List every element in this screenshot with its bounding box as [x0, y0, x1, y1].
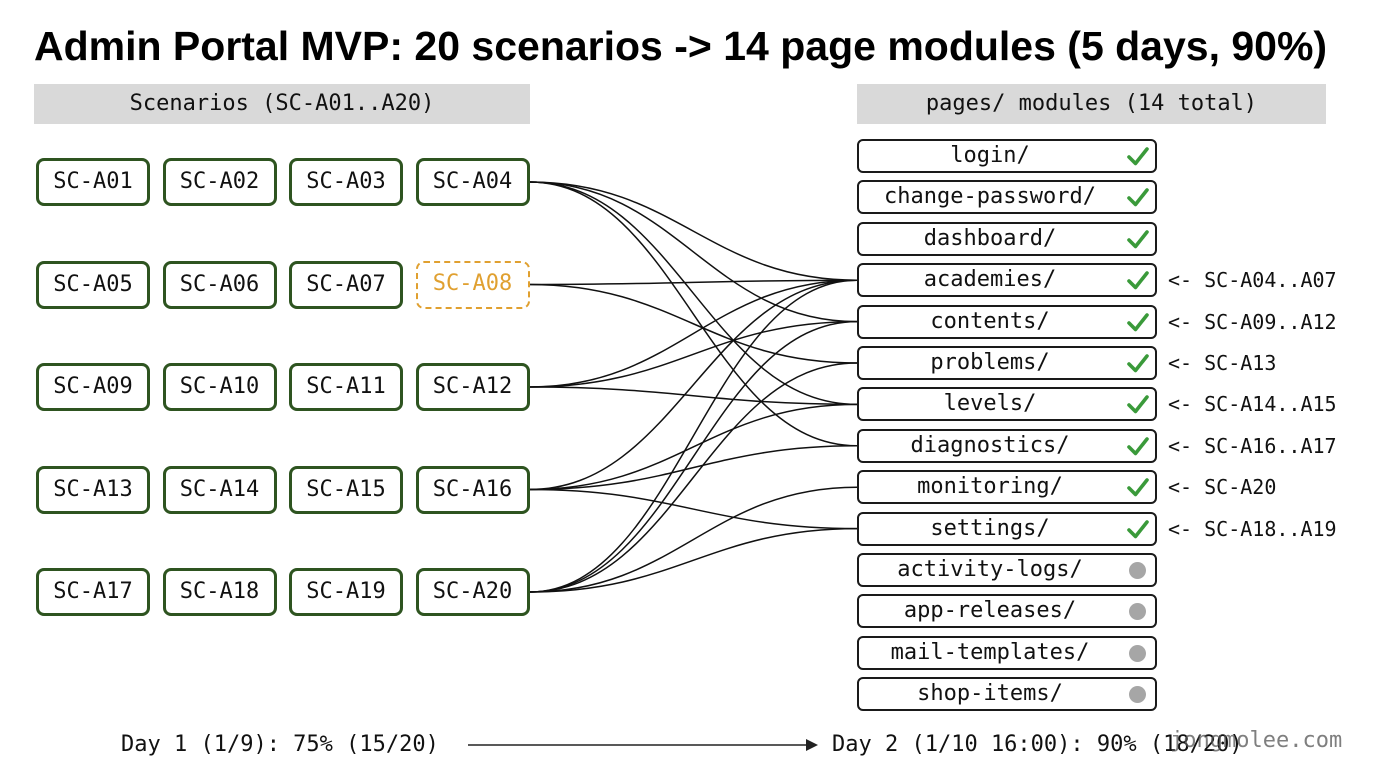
module-name: change-password/ — [884, 184, 1096, 210]
module-name: diagnostics/ — [910, 432, 1070, 458]
module-annotation: <- SC-A16..A17 — [1168, 433, 1337, 458]
wire-sc-a20-to-academies — [529, 279, 858, 593]
module-annotation: <- SC-A04..A07 — [1168, 268, 1337, 293]
module-shop-items: shop-items/ — [857, 677, 1157, 712]
module-annotation: <- SC-A18..A19 — [1168, 516, 1337, 541]
pending-dot-icon — [1129, 686, 1146, 704]
scenario-sc-a16: SC-A16 — [415, 465, 530, 514]
module-settings: settings/ — [857, 511, 1157, 546]
module-levels: levels/ — [857, 387, 1157, 422]
module-diagnostics: diagnostics/ — [857, 428, 1157, 463]
pending-dot-icon — [1129, 603, 1146, 621]
scenario-sc-a04: SC-A04 — [415, 158, 530, 206]
wire-sc-a20-to-problems — [529, 362, 858, 593]
day2-progress: Day 2 (1/10 16:00): 90% (18/20) — [832, 732, 1243, 757]
scenario-sc-a18: SC-A18 — [162, 568, 277, 616]
module-name: settings/ — [930, 515, 1050, 541]
module-contents: contents/ — [857, 304, 1157, 339]
scenario-sc-a14: SC-A14 — [162, 465, 277, 514]
check-icon — [1127, 519, 1149, 538]
wire-sc-a20-to-monitoring — [529, 486, 858, 593]
scenario-sc-a17: SC-A17 — [36, 568, 150, 616]
wire-sc-a16-to-diagnostics — [529, 445, 858, 491]
check-icon — [1127, 188, 1149, 207]
module-login: login/ — [857, 139, 1157, 173]
module-change-password: change-password/ — [857, 180, 1157, 215]
timeline-arrow — [468, 739, 818, 751]
wire-sc-a08-to-problems — [529, 283, 858, 364]
page-title: Admin Portal MVP: 20 scenarios -> 14 pag… — [34, 23, 1328, 69]
module-dashboard: dashboard/ — [857, 221, 1157, 256]
wire-sc-a20-to-settings — [529, 527, 858, 593]
day1-progress: Day 1 (1/9): 75% (15/20) — [121, 732, 439, 757]
module-problems: problems/ — [857, 346, 1157, 380]
module-name: levels/ — [943, 391, 1037, 417]
wire-sc-a16-to-settings — [529, 488, 858, 530]
check-icon — [1127, 395, 1149, 414]
wire-sc-a04-to-levels — [529, 181, 858, 406]
module-annotation: <- SC-A09..A12 — [1168, 309, 1337, 334]
scenario-sc-a15: SC-A15 — [289, 465, 403, 514]
check-icon — [1127, 312, 1149, 331]
pending-dot-icon — [1129, 562, 1146, 579]
check-icon — [1127, 354, 1149, 373]
module-annotation: <- SC-A13 — [1168, 351, 1277, 375]
scenario-sc-a19: SC-A19 — [289, 568, 403, 616]
module-name: monitoring/ — [917, 474, 1063, 500]
wire-sc-a08-to-academies — [529, 279, 858, 286]
module-app-releases: app-releases/ — [857, 594, 1157, 629]
wire-sc-a16-to-academies — [529, 279, 858, 491]
wire-sc-a04-to-diagnostics — [529, 181, 858, 447]
module-name: shop-items/ — [917, 681, 1063, 707]
wire-sc-a12-to-contents — [529, 320, 858, 388]
scenario-sc-a03: SC-A03 — [289, 158, 403, 206]
wire-sc-a12-to-levels — [529, 386, 858, 406]
scenario-sc-a08: SC-A08 — [415, 260, 530, 309]
module-annotation: <- SC-A20 — [1168, 475, 1277, 500]
scenario-sc-a12: SC-A12 — [415, 363, 530, 411]
wire-sc-a16-to-levels — [529, 403, 858, 491]
module-mail-templates: mail-templates/ — [857, 635, 1157, 670]
wire-sc-a12-to-academies — [529, 279, 858, 388]
module-annotation: <- SC-A14..A15 — [1168, 392, 1337, 417]
scenario-sc-a11: SC-A11 — [289, 363, 403, 411]
module-name: mail-templates/ — [890, 639, 1090, 665]
module-name: login/ — [950, 143, 1030, 168]
module-name: activity-logs/ — [897, 557, 1083, 582]
scenario-sc-a05: SC-A05 — [36, 260, 150, 309]
wire-sc-a20-to-contents — [529, 320, 858, 593]
check-icon — [1127, 229, 1149, 249]
check-icon — [1127, 478, 1149, 497]
check-icon — [1127, 436, 1149, 456]
scenario-sc-a06: SC-A06 — [162, 260, 277, 309]
module-name: contents/ — [930, 308, 1050, 334]
scenario-sc-a09: SC-A09 — [36, 363, 150, 411]
scenario-sc-a20: SC-A20 — [415, 568, 530, 616]
module-academies: academies/ — [857, 263, 1157, 298]
watermark: jongmolee.com — [1170, 728, 1343, 753]
module-monitoring: monitoring/ — [857, 470, 1157, 505]
scenarios-header: Scenarios (SC-A01..A20) — [34, 84, 530, 124]
module-name: dashboard/ — [923, 225, 1057, 251]
wire-sc-a04-to-academies — [529, 181, 858, 281]
scenario-sc-a02: SC-A02 — [162, 158, 277, 206]
scenario-sc-a13: SC-A13 — [36, 465, 150, 514]
module-activity-logs: activity-logs/ — [857, 553, 1157, 587]
scenario-sc-a07: SC-A07 — [289, 260, 403, 309]
scenario-sc-a10: SC-A10 — [162, 363, 277, 411]
wire-sc-a04-to-contents — [529, 181, 858, 323]
module-name: app-releases/ — [903, 598, 1077, 624]
check-icon — [1127, 271, 1149, 290]
module-name: problems/ — [930, 350, 1050, 375]
check-icon — [1127, 147, 1149, 166]
modules-header: pages/ modules (14 total) — [857, 84, 1326, 124]
scenario-sc-a01: SC-A01 — [36, 158, 150, 206]
pending-dot-icon — [1129, 644, 1146, 662]
module-name: academies/ — [923, 267, 1057, 293]
